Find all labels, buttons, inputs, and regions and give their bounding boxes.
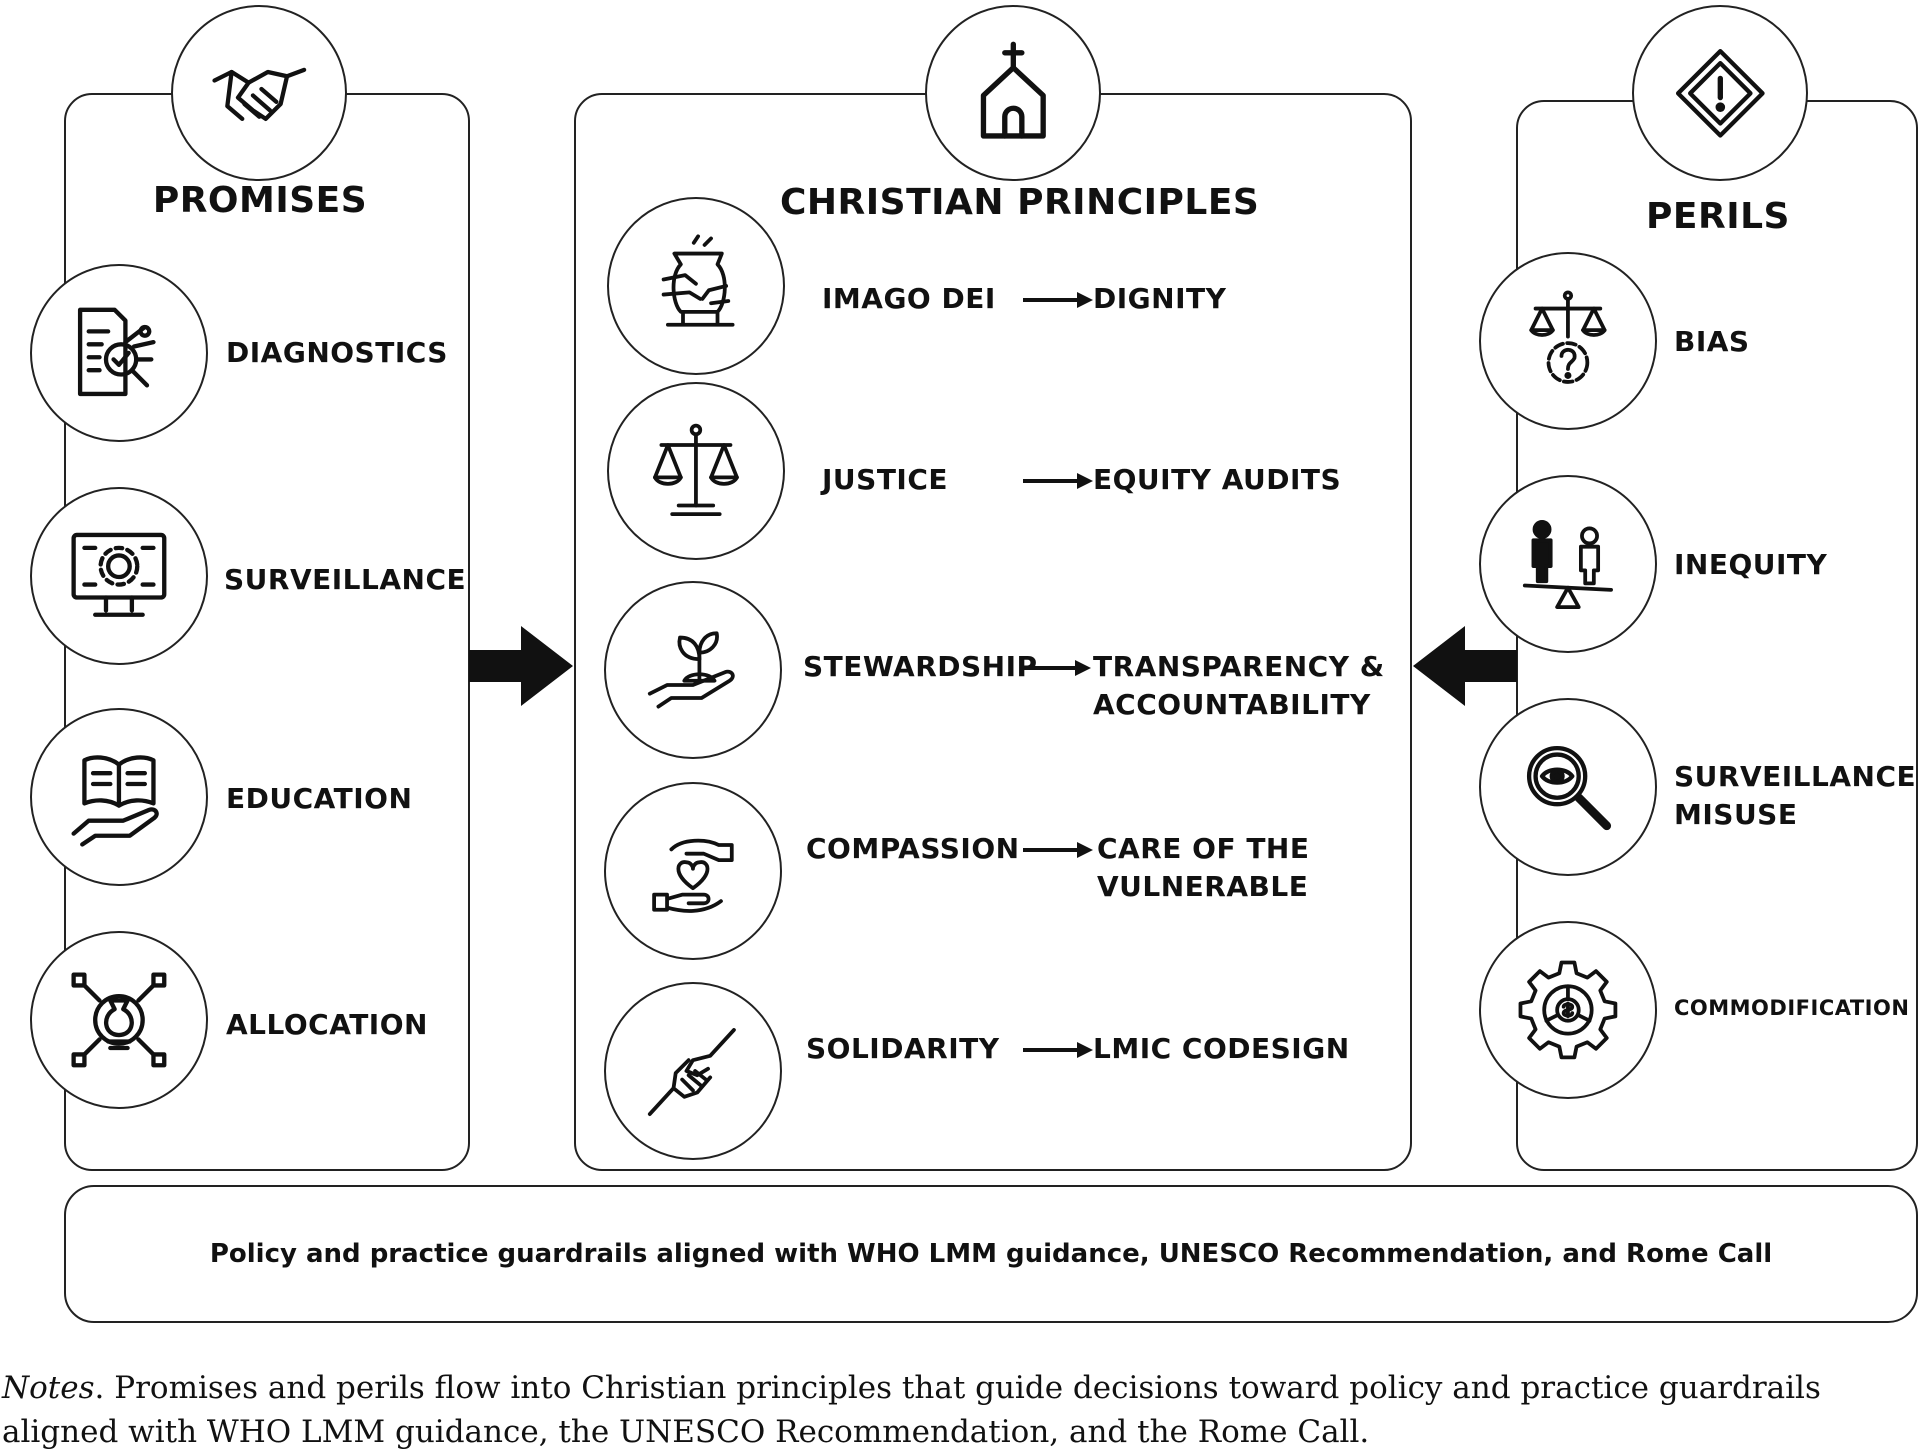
- church-icon: [925, 5, 1101, 181]
- principle-name: SOLIDARITY: [806, 1032, 1000, 1065]
- principle-outcome: TRANSPARENCY & ACCOUNTABILITY: [1093, 650, 1385, 721]
- principle-name: STEWARDSHIP: [803, 650, 1038, 683]
- handshake-icon: [171, 5, 347, 181]
- principle-outcome: LMIC CODESIGN: [1093, 1032, 1350, 1065]
- guardrails-box: Policy and practice guardrails aligned w…: [64, 1185, 1918, 1323]
- helping-hands-icon: [604, 982, 782, 1160]
- principle-arrow: [1023, 1042, 1093, 1058]
- guardrails-text: Policy and practice guardrails aligned w…: [209, 1239, 1773, 1269]
- plant-hand-icon: [604, 581, 782, 759]
- promise-label: EDUCATION: [226, 782, 413, 815]
- perils-to-principles-arrow: [1413, 626, 1517, 706]
- promise-label: SURVEILLANCE: [224, 563, 467, 596]
- notes-prefix: Notes: [2, 1370, 95, 1406]
- notes-text: . Promises and perils flow into Christia…: [2, 1370, 1821, 1450]
- principle-arrow: [1023, 473, 1093, 489]
- principle-arrow: [1021, 660, 1091, 676]
- gear-dollar-icon: [1479, 921, 1657, 1099]
- perils-title: PERILS: [1646, 196, 1790, 237]
- money-bag-network-icon: [30, 931, 208, 1109]
- monitor-gear-icon: [30, 487, 208, 665]
- warning-sign-icon: [1632, 5, 1808, 181]
- diagnostics-icon: [30, 264, 208, 442]
- figure-notes: Notes. Promises and perils flow into Chr…: [2, 1366, 1902, 1454]
- promise-label: ALLOCATION: [226, 1008, 428, 1041]
- peril-label: SURVEILLANCE MISUSE: [1674, 760, 1917, 831]
- peril-label: INEQUITY: [1674, 548, 1828, 581]
- potter-hands-icon: [607, 197, 785, 375]
- heart-hands-icon: [604, 782, 782, 960]
- principles-title: CHRISTIAN PRINCIPLES: [780, 182, 1260, 223]
- principle-outcome: EQUITY AUDITS: [1093, 463, 1342, 496]
- principle-outcome: CARE OF THE VULNERABLE: [1097, 832, 1310, 903]
- peril-label: BIAS: [1674, 325, 1750, 358]
- promise-label: DIAGNOSTICS: [226, 336, 448, 369]
- magnifier-eye-icon: [1479, 698, 1657, 876]
- principle-arrow: [1023, 842, 1093, 858]
- principle-outcome: DIGNITY: [1093, 282, 1227, 315]
- peril-label: COMMODIFICATION: [1674, 996, 1910, 1020]
- book-hand-icon: [30, 708, 208, 886]
- promises-to-principles-arrow: [469, 626, 573, 706]
- scales-question-icon: [1479, 252, 1657, 430]
- seesaw-people-icon: [1479, 475, 1657, 653]
- principle-name: JUSTICE: [822, 463, 949, 496]
- promises-title: PROMISES: [152, 180, 368, 221]
- scales-icon: [607, 382, 785, 560]
- principle-name: IMAGO DEI: [822, 282, 996, 315]
- principle-name: COMPASSION: [806, 832, 1020, 865]
- principle-arrow: [1023, 292, 1093, 308]
